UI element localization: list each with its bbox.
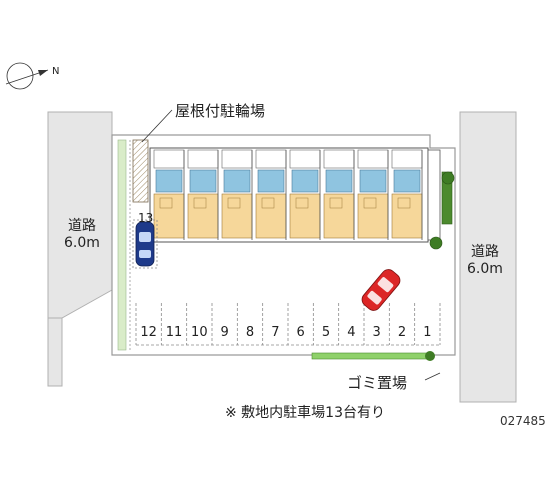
parking-space-13 xyxy=(132,219,158,269)
apartment-unit xyxy=(153,149,185,240)
east-entrance xyxy=(427,149,441,241)
parking-space-label: 5 xyxy=(321,325,331,340)
parking-note: ※ 敷地内駐車場13台有り xyxy=(225,405,385,421)
parking-space-label: 1 xyxy=(423,325,432,340)
parking-space-label: 10 xyxy=(191,325,208,340)
site-boundary xyxy=(111,134,456,356)
parking-space-label: 12 xyxy=(140,325,157,340)
red-car-icon xyxy=(361,269,401,311)
apartment-unit xyxy=(187,149,219,240)
bicycle-leader-line xyxy=(141,109,173,143)
parking-space-label: 6 xyxy=(296,325,305,340)
east-road xyxy=(459,111,517,403)
parking-space-label: 3 xyxy=(372,325,381,340)
parking-space-label: 11 xyxy=(165,325,183,340)
west-road-lower xyxy=(47,317,63,387)
parking-space-label: 9 xyxy=(220,325,229,340)
west-road-label: 道路 6.0m xyxy=(64,218,100,252)
tree xyxy=(441,171,455,185)
apartment-unit xyxy=(221,149,253,240)
property-code: 027485 xyxy=(500,414,546,428)
parking-space-label: 8 xyxy=(245,325,255,340)
blue-car-icon xyxy=(135,221,155,267)
shrub-sw xyxy=(425,351,435,361)
parking-space-label: 7 xyxy=(271,325,280,340)
west-road xyxy=(47,111,113,319)
bicycle-parking xyxy=(132,139,149,203)
west-road-name: 道路 xyxy=(67,218,96,234)
compass-north-label: N xyxy=(52,66,60,77)
apartment-unit xyxy=(391,149,423,240)
west-road-width: 6.0m xyxy=(64,235,100,251)
apartment-units xyxy=(153,149,423,240)
trash-leader-line xyxy=(424,372,441,381)
shrub xyxy=(429,236,443,250)
west-grass-strip xyxy=(117,139,127,351)
parking-space-label: 2 xyxy=(397,325,407,340)
parking-space-13-label: 13 xyxy=(138,211,154,225)
apartment-unit xyxy=(255,149,287,240)
apartment-unit xyxy=(357,149,389,240)
north-arrow-icon xyxy=(5,62,49,90)
east-road-name: 道路 xyxy=(470,244,499,260)
east-road-label: 道路 6.0m xyxy=(467,244,503,278)
apartment-unit xyxy=(289,149,321,240)
east-road-width: 6.0m xyxy=(467,261,503,277)
trash-area-label: ゴミ置場 xyxy=(347,374,408,392)
trash-area-strip xyxy=(311,352,433,360)
apartment-unit xyxy=(323,149,355,240)
bicycle-parking-label: 屋根付駐輪場 xyxy=(175,102,266,120)
parking-space-label: 4 xyxy=(347,325,356,340)
parking-row xyxy=(135,303,441,345)
